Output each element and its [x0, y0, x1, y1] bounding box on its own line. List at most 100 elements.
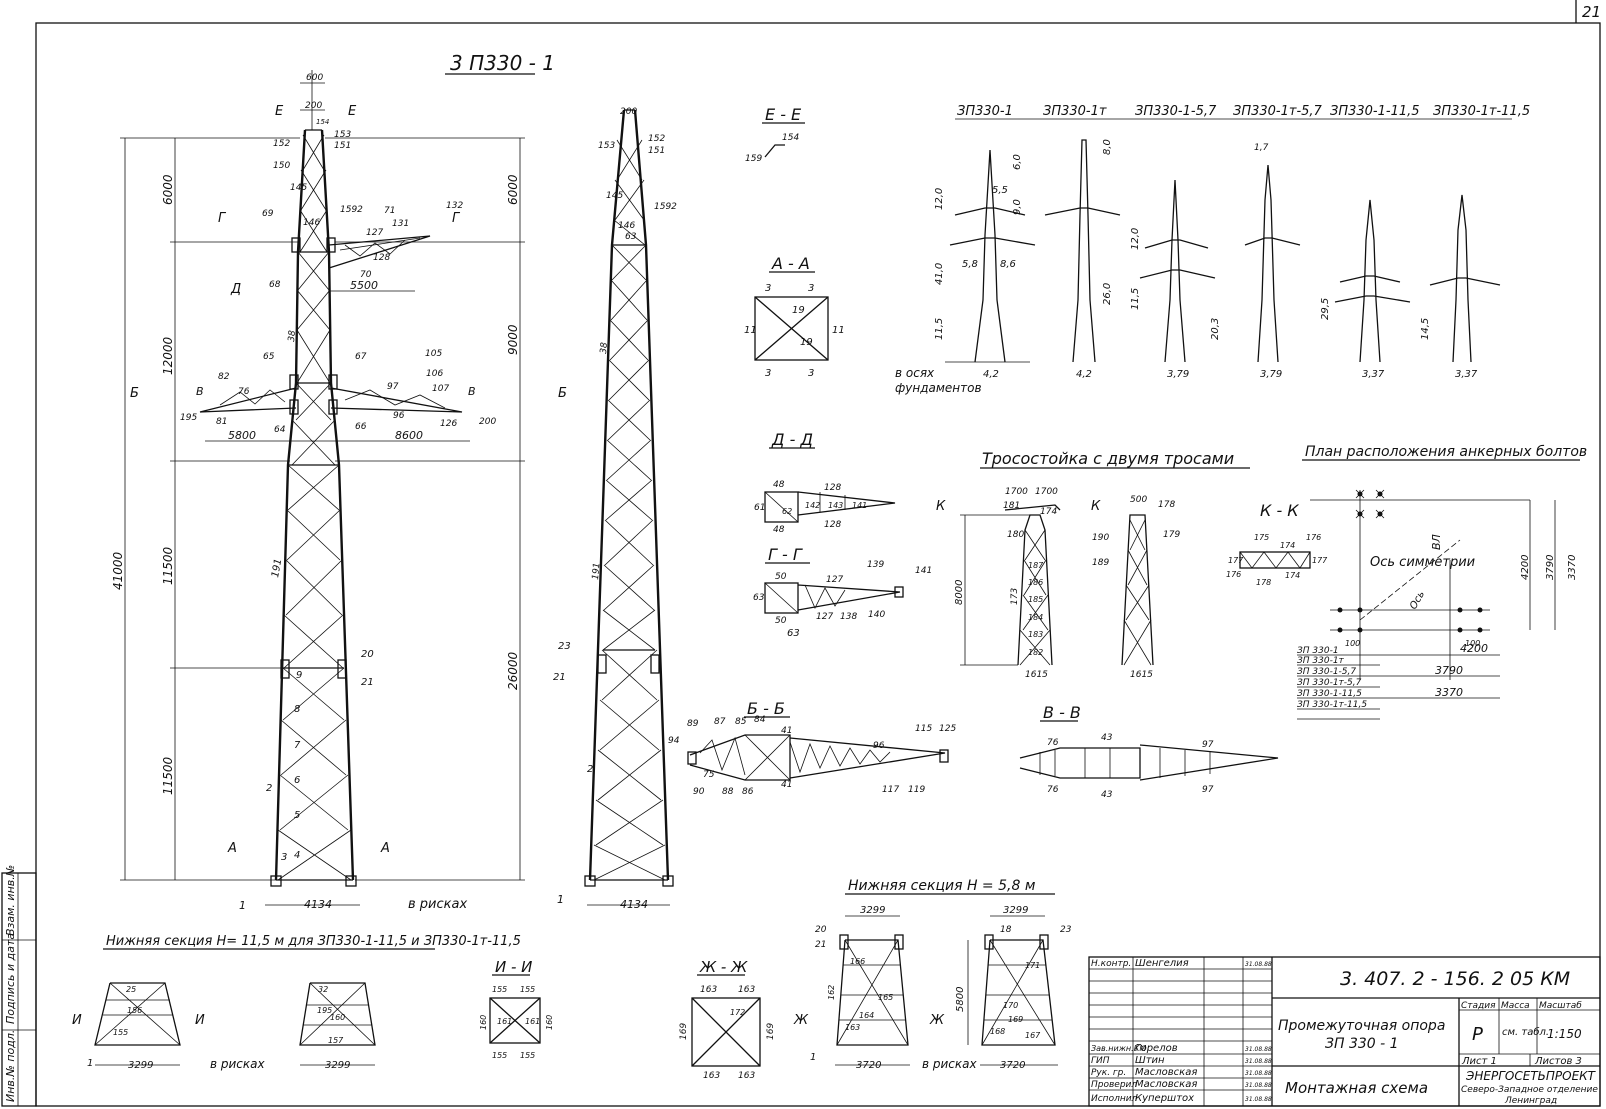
- ii-part-155b: 155: [520, 985, 535, 994]
- main-part-71: 71: [384, 206, 395, 216]
- aa-part-3d: 3: [808, 368, 814, 379]
- tross-part-174: 174: [1040, 507, 1057, 517]
- tb-date-2: 31.08.88: [1245, 1058, 1272, 1065]
- gg-part-139: 139: [867, 560, 884, 570]
- section-g-g: Г - Г 50 63 127 139 141 50 127 138 140 6…: [753, 545, 932, 639]
- main-part-96: 96: [393, 411, 405, 421]
- tb-name-3: Масловская: [1135, 1067, 1197, 1078]
- tb-name-5: Куперштох: [1135, 1093, 1194, 1104]
- main-dim-total: 41000: [111, 551, 125, 590]
- anchor-row-5: ЗП 330-1т-11,5: [1297, 700, 1367, 710]
- v5-dim-337: 3,37: [1362, 369, 1385, 380]
- dim-crossarm-left: 5800: [228, 429, 256, 442]
- dd-part-128b: 128: [824, 520, 841, 530]
- v3-dim-203: 20,3: [1210, 318, 1221, 340]
- v3-dim-12: 12,0: [1130, 228, 1141, 250]
- aa-part-19b: 19: [800, 337, 813, 348]
- ii-part-155d: 155: [520, 1051, 535, 1060]
- variant-label-1: ЗП330-1т: [1043, 104, 1107, 119]
- lower-58-part-18: 18: [1000, 925, 1012, 935]
- kk-part-176b: 176: [1226, 570, 1241, 579]
- mark-v-left: В: [196, 385, 204, 398]
- lower-58-top-b: 3299: [1003, 905, 1028, 916]
- section-v-v: В - В 76 43 97 76 43 97: [1019, 703, 1279, 800]
- tross-mark-k1: К: [936, 499, 946, 514]
- main-part-21: 21: [361, 677, 374, 688]
- main-part-126: 126: [440, 419, 457, 429]
- lower-section-5-8: Нижняя секция Н = 5,8 м 3299 3299 3720 3…: [793, 878, 1072, 1071]
- tb-role-4: Проверил: [1091, 1080, 1137, 1090]
- anchor-dim-3790v: 3790: [1545, 555, 1556, 580]
- variant-label-3: ЗП330-1т-5,7: [1233, 104, 1323, 119]
- tross-dim-1700b: 1700: [1035, 487, 1058, 497]
- main-part-200: 200: [479, 417, 496, 427]
- v1-dim-41: 41,0: [934, 263, 945, 285]
- main-part-70: 70: [360, 270, 372, 280]
- tross-part-189: 189: [1092, 558, 1109, 568]
- tross-dim-1615a: 1615: [1025, 670, 1048, 680]
- anchor-row-2: ЗП 330-1-5,7: [1297, 667, 1356, 677]
- sheet-number: 21: [1582, 3, 1601, 21]
- tb-date-0: 31.08.88: [1245, 961, 1272, 968]
- main-part-127: 127: [366, 228, 383, 238]
- main-tower-view: 3 П330 - 1: [111, 51, 567, 912]
- kk-part-177a: 177: [1228, 556, 1244, 565]
- tross-part-180: 180: [1007, 530, 1024, 540]
- variant-label-2: ЗП330-1-5,7: [1135, 104, 1217, 119]
- aa-part-3b: 3: [808, 283, 814, 294]
- v1-dim-55: 5,5: [992, 185, 1008, 196]
- main-part-81: 81: [216, 417, 227, 427]
- aa-part-3c: 3: [765, 368, 771, 379]
- aa-part-19a: 19: [792, 305, 805, 316]
- side-dim-top: 200: [620, 107, 637, 117]
- kk-part-174b: 174: [1285, 571, 1300, 580]
- vv-part-97a: 97: [1202, 740, 1214, 750]
- bb-part-90: 90: [693, 787, 705, 797]
- dd-part-142: 142: [805, 501, 820, 510]
- vv-part-76a: 76: [1047, 738, 1059, 748]
- main-part-68: 68: [269, 280, 281, 290]
- lower-58-part-169: 169: [1008, 1015, 1023, 1024]
- tross-mark-k2: К: [1091, 499, 1101, 514]
- bb-part-86: 86: [742, 787, 754, 797]
- v1-dim-12: 12,0: [934, 188, 945, 210]
- dd-part-143: 143: [828, 501, 843, 510]
- tb-role-1: Зав.нижн.КМ: [1091, 1044, 1146, 1053]
- mark-b-right: Б: [558, 386, 567, 401]
- section-d-d: Д - Д 48 61 62 128 142 143 141 48 128: [754, 430, 896, 535]
- tross-dim-500: 500: [1130, 495, 1147, 505]
- bb-part-125: 125: [939, 724, 956, 734]
- mark-g-left: Г: [218, 211, 227, 226]
- lower-115-title: Нижняя секция Н= 11,5 м для ЗП330-1-11,5…: [106, 934, 521, 949]
- bb-part-117: 117: [882, 785, 899, 795]
- main-part-154: 154: [316, 118, 329, 126]
- tross-part-186: 186: [1028, 578, 1043, 587]
- variants-schemes: ЗП330-1 ЗП330-1т ЗП330-1-5,7 ЗП330-1т-5,…: [895, 104, 1530, 395]
- vv-part-43a: 43: [1101, 733, 1113, 743]
- main-base-width: 4134: [304, 898, 332, 911]
- tross-part-184: 184: [1028, 613, 1043, 622]
- lower-115-mark-i2: И: [195, 1013, 205, 1028]
- lower-115-part-156: 156: [127, 1006, 142, 1015]
- ee-part-159: 159: [745, 154, 762, 164]
- main-part-128: 128: [373, 253, 390, 263]
- main-part-151: 151: [334, 141, 351, 151]
- tross-part-179: 179: [1163, 530, 1180, 540]
- section-i-i: И - И 155 155 160 161 161 160 155 155: [479, 958, 554, 1060]
- bb-part-96: 96: [873, 741, 885, 751]
- main-part-67: 67: [355, 352, 367, 362]
- tross-part-182: 182: [1028, 648, 1043, 657]
- side-part-1: 1: [557, 893, 564, 906]
- variant-label-0: ЗП330-1: [957, 104, 1013, 119]
- section-ii-title: И - И: [495, 958, 532, 976]
- main-part-106: 106: [426, 369, 443, 379]
- lower-58-mark-zh1: Ж: [793, 1013, 809, 1028]
- side-part-63: 63: [625, 232, 637, 242]
- lower-58-bottom-a: 3720: [856, 1060, 881, 1071]
- ii-part-160a: 160: [479, 1015, 488, 1030]
- main-part-69: 69: [262, 209, 274, 219]
- main-part-97: 97: [387, 382, 399, 392]
- variants-note-2: фундаментов: [895, 381, 982, 395]
- lower-section-11-5: Нижняя секция Н= 11,5 м для ЗП330-1-11,5…: [72, 934, 521, 1071]
